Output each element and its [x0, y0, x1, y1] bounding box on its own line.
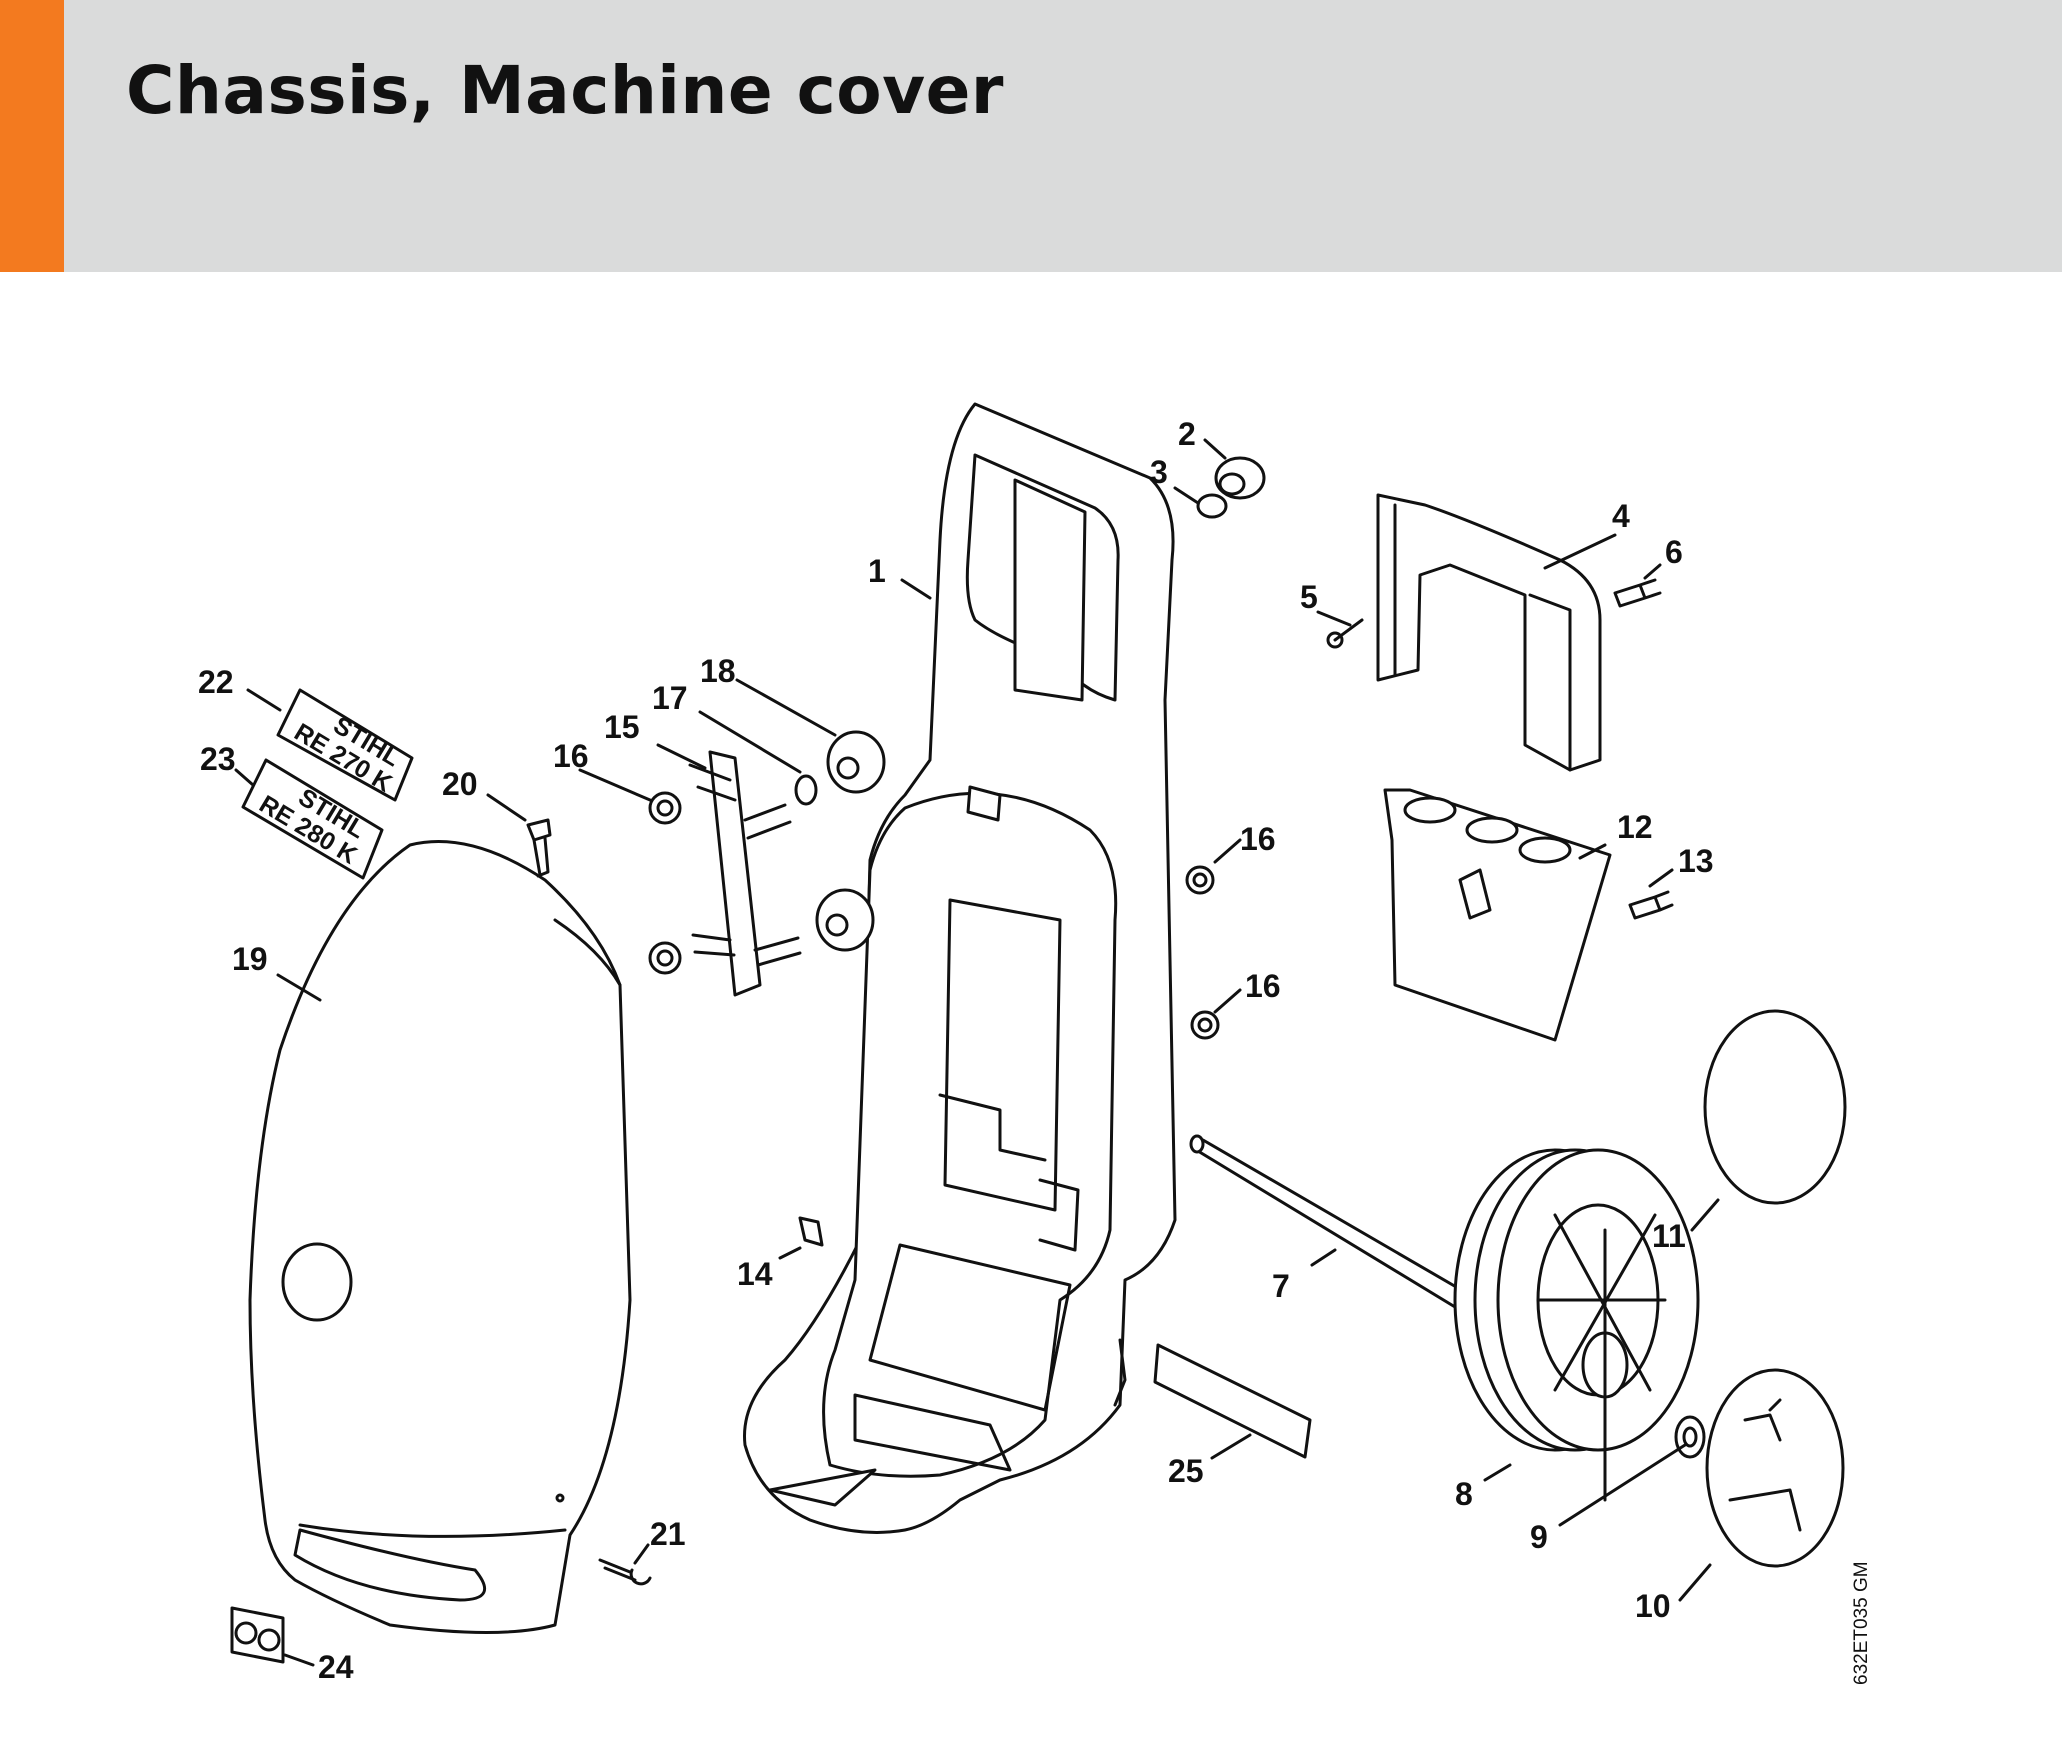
screw-5	[1326, 618, 1364, 649]
callout-11: 11	[1652, 1218, 1686, 1254]
callout-16b: 16	[1240, 821, 1276, 857]
screw-6	[1613, 578, 1662, 608]
handle-part	[1376, 493, 1602, 772]
model-decal-23	[241, 758, 384, 880]
chassis-frame-part	[743, 402, 1177, 1534]
drawing-code: 632ET035 GM	[1851, 1561, 1872, 1685]
callout-19: 19	[232, 941, 268, 977]
page-title: Chassis, Machine cover	[126, 52, 1004, 129]
hub-cap-part	[1705, 1368, 1845, 1568]
callout-18: 18	[700, 653, 736, 689]
wheel-part	[1453, 1148, 1700, 1502]
callout-20: 20	[442, 766, 478, 802]
callout-1: 1	[868, 553, 886, 589]
callout-13: 13	[1678, 843, 1714, 879]
header-bar: Chassis, Machine cover	[0, 0, 2062, 272]
callout-15: 15	[604, 709, 640, 745]
screw-20	[526, 818, 552, 878]
callout-16a: 16	[553, 738, 589, 774]
washer-9	[1674, 1415, 1706, 1459]
callout-9: 9	[1530, 1519, 1548, 1555]
callout-17: 17	[652, 680, 688, 716]
callout-22: 22	[198, 664, 234, 700]
callout-5: 5	[1300, 579, 1318, 615]
nut-16	[1185, 865, 1220, 1040]
accent-stripe	[0, 0, 64, 272]
callout-4: 4	[1612, 498, 1630, 534]
callout-2: 2	[1178, 416, 1196, 452]
callout-8: 8	[1455, 1476, 1473, 1512]
holder-box-part	[1383, 788, 1612, 1042]
callout-14: 14	[737, 1256, 773, 1292]
model-decal-22	[276, 688, 414, 802]
machine-cover-part	[248, 840, 632, 1634]
callout-25: 25	[1168, 1453, 1204, 1489]
callout-16c: 16	[1245, 968, 1281, 1004]
cap-and-o-ring	[1196, 456, 1266, 519]
leader-lines	[234, 438, 1720, 1667]
callout-24: 24	[318, 1649, 354, 1685]
callout-3: 3	[1150, 454, 1168, 490]
badge-24	[230, 1606, 285, 1664]
callout-7: 7	[1272, 1268, 1290, 1304]
callout-10: 10	[1635, 1588, 1671, 1624]
callout-labels: 1 2 3 4 5 6 7 8 9 10 11 12 13 14 15 16 1…	[198, 416, 1714, 1685]
axle-part	[1189, 1134, 1472, 1312]
callout-12: 12	[1617, 809, 1653, 845]
mounting-bracket-assembly	[648, 730, 886, 997]
callout-6: 6	[1665, 534, 1683, 570]
o-ring-11	[1703, 1009, 1847, 1205]
callout-23: 23	[200, 741, 236, 777]
callout-21: 21	[650, 1516, 686, 1552]
clip-14	[798, 1216, 824, 1247]
label-plate-25	[1153, 1343, 1312, 1459]
screw-13	[1628, 890, 1674, 920]
screw-21	[598, 1558, 652, 1586]
